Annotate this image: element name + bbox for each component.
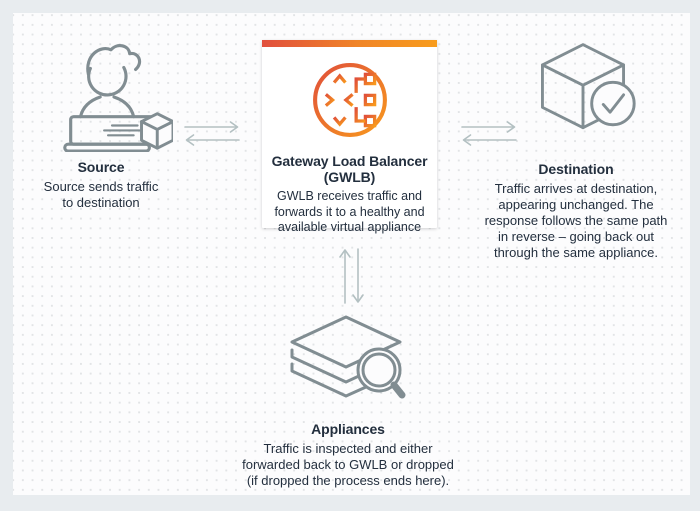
arrows-gwlb-destination — [461, 121, 517, 147]
arrow-left-head — [185, 134, 195, 146]
arrow-down-head — [352, 294, 364, 303]
arrow-right-head — [229, 121, 239, 133]
appliances-description: Traffic is inspected and either forwarde… — [242, 441, 454, 488]
appliances-node: Appliances Traffic is inspected and eith… — [231, 314, 465, 489]
destination-title: Destination — [538, 161, 614, 177]
arrow-right-head — [506, 121, 516, 133]
arrow-up-head — [339, 249, 351, 258]
gwlb-card: Gateway Load Balancer (GWLB) GWLB receiv… — [262, 40, 437, 234]
arrows-gwlb-appliances — [339, 247, 365, 305]
gateway-load-balancer-icon — [311, 61, 389, 139]
layers-magnifier-icon — [286, 314, 410, 410]
card-accent-bar — [262, 40, 437, 47]
gwlb-description: GWLB receives traffic and forwards it to… — [274, 189, 425, 234]
source-title: Source — [77, 159, 125, 175]
source-node: Source Source sends traffic to destinati… — [28, 40, 174, 211]
gwlb-title: Gateway Load Balancer (GWLB) — [271, 153, 428, 185]
arrows-source-gwlb — [184, 121, 240, 147]
arrow-left-head — [462, 134, 472, 146]
source-description: Source sends traffic to destination — [43, 179, 159, 210]
destination-description: Traffic arrives at destination, appearin… — [484, 181, 668, 260]
appliances-title: Appliances — [311, 421, 385, 437]
destination-node: Destination Traffic arrives at destinati… — [476, 38, 676, 261]
cube-check-icon — [527, 38, 639, 142]
person-at-laptop-icon — [51, 40, 173, 152]
